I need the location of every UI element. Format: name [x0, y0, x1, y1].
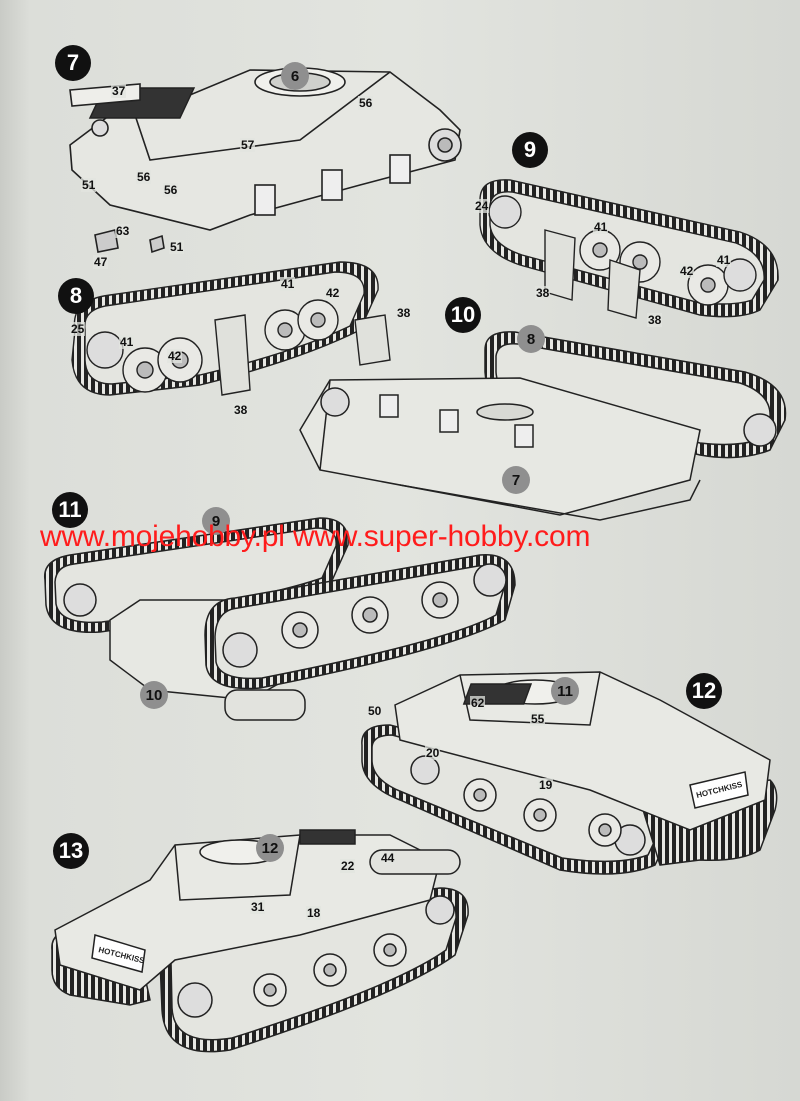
part-number: 41	[716, 253, 732, 267]
ref-badge-12: 12	[256, 834, 284, 862]
step-badge-10: 10	[445, 297, 481, 333]
step-badge-11: 11	[52, 492, 88, 528]
part-number: 31	[250, 900, 266, 914]
part-number: 38	[647, 313, 663, 327]
part-number: 57	[240, 138, 256, 152]
ref-badge-9: 9	[202, 507, 230, 535]
step8-track-drawing	[71, 261, 391, 396]
part-number: 22	[340, 859, 356, 873]
step12-tank-drawing: HOTCHKISS	[361, 671, 778, 875]
step-badge-9: 9	[512, 132, 548, 168]
step-badge-8: 8	[58, 278, 94, 314]
step-badge-7: 7	[55, 45, 91, 81]
ref-badge-6: 6	[281, 62, 309, 90]
part-number: 24	[474, 199, 490, 213]
part-number: 38	[233, 403, 249, 417]
ref-badge-11: 11	[551, 677, 579, 705]
part-number: 20	[425, 746, 441, 760]
part-number: 50	[367, 704, 383, 718]
part-number: 37	[111, 84, 127, 98]
step10-lower-hull-drawing	[299, 331, 787, 521]
part-number: 56	[136, 170, 152, 184]
ref-badge-8: 8	[517, 325, 545, 353]
part-number: 56	[358, 96, 374, 110]
step11-chassis-drawing	[43, 517, 516, 721]
part-number: 38	[535, 286, 551, 300]
part-number: 18	[306, 906, 322, 920]
step-badge-12: 12	[686, 673, 722, 709]
part-number: 55	[530, 712, 546, 726]
watermark-text: www.mojehobby.pl www.super-hobby.com	[40, 520, 591, 553]
part-number: 38	[396, 306, 412, 320]
part-number: 63	[115, 224, 131, 238]
part-number: 47	[93, 255, 109, 269]
part-number: 51	[81, 178, 97, 192]
step13-tank-drawing: HOTCHKISS	[51, 829, 469, 1053]
part-number: 62	[470, 696, 486, 710]
part-number: 41	[119, 335, 135, 349]
part-number: 42	[325, 286, 341, 300]
part-number: 42	[167, 349, 183, 363]
part-number: 51	[169, 240, 185, 254]
ref-badge-7: 7	[502, 466, 530, 494]
part-number: 56	[163, 183, 179, 197]
ref-badge-10: 10	[140, 681, 168, 709]
step-badge-13: 13	[53, 833, 89, 869]
part-number: 42	[679, 264, 695, 278]
part-number: 19	[538, 778, 554, 792]
part-number: 25	[70, 322, 86, 336]
part-number: 41	[593, 220, 609, 234]
step9-track-drawing	[479, 179, 779, 319]
part-number: 41	[280, 277, 296, 291]
part-number: 44	[380, 851, 396, 865]
